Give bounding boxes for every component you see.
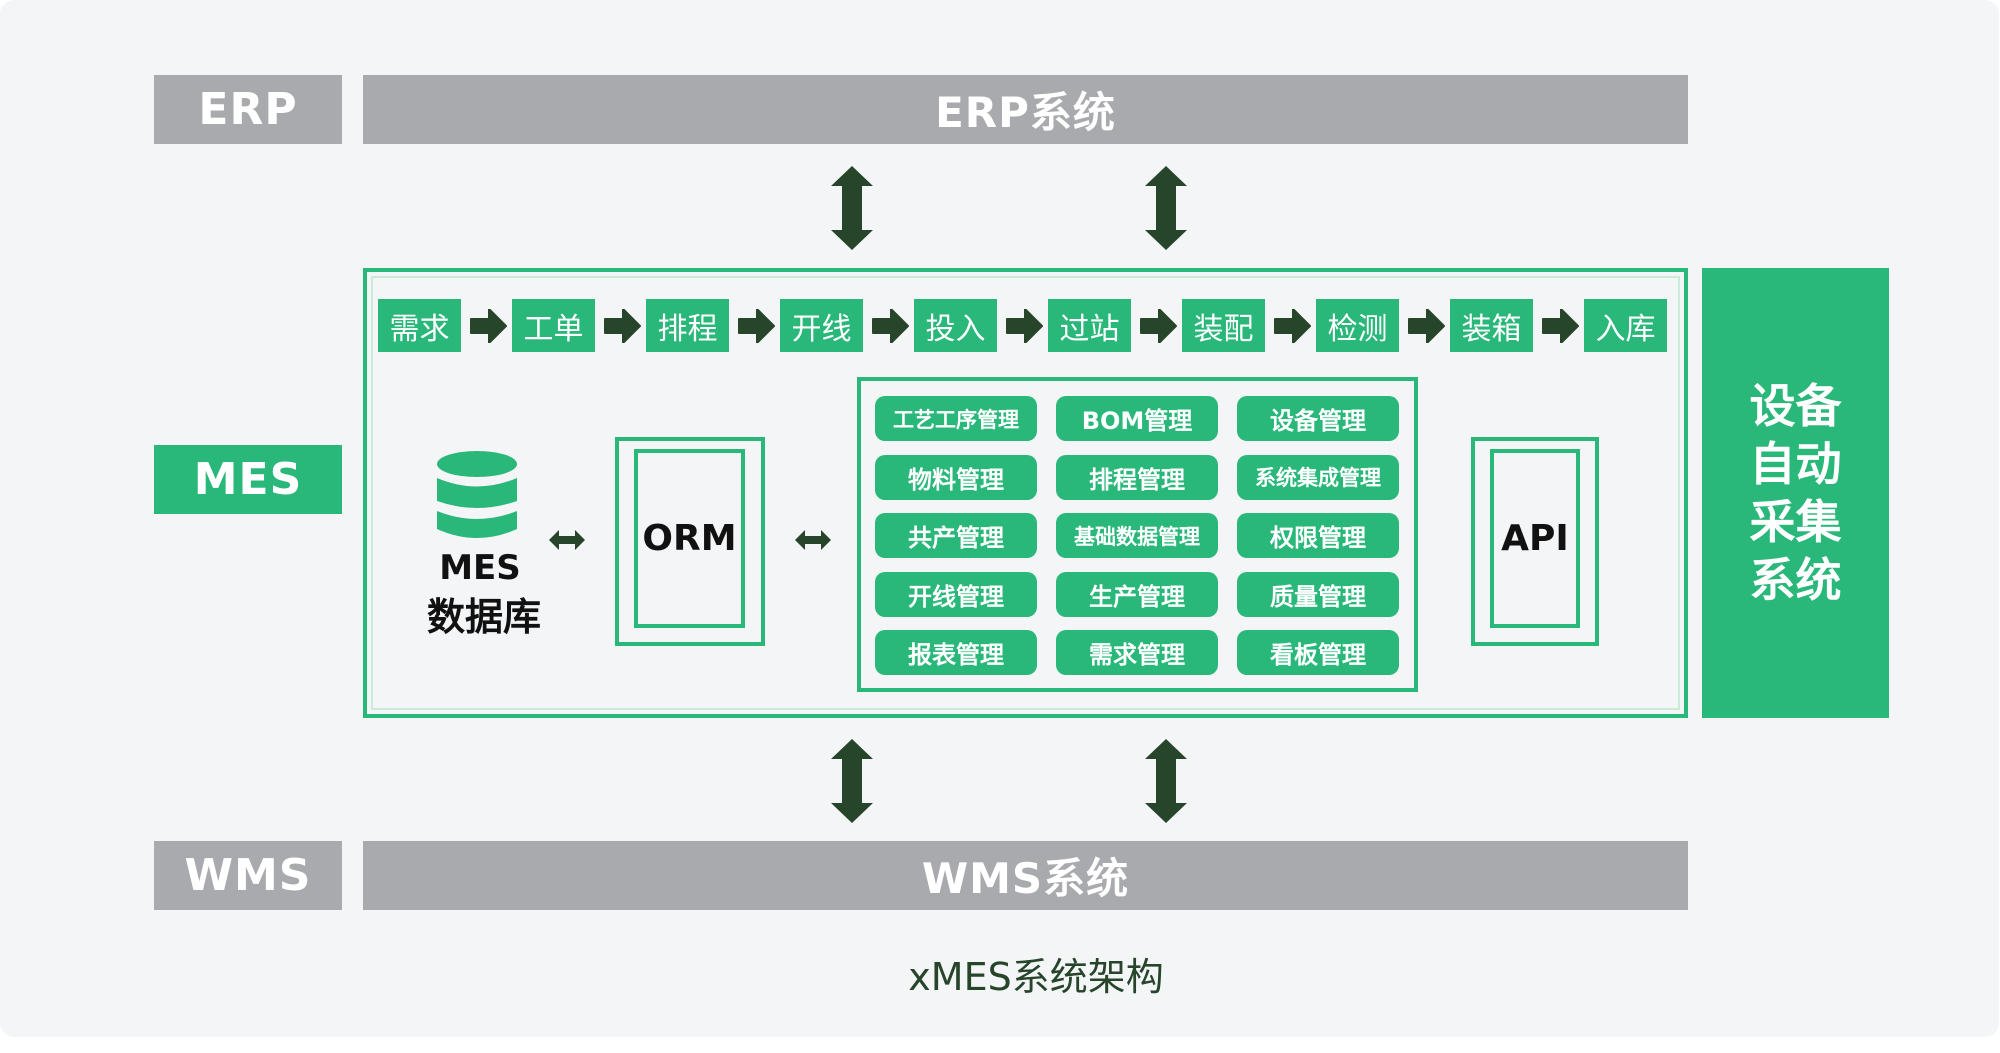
process-step: 开线 (780, 299, 863, 352)
diagram-caption: xMES系统架构 (908, 955, 1164, 999)
module-item: 基础数据管理 (1056, 513, 1218, 558)
flow-arrow-right-icon (738, 309, 775, 343)
orm-layer-inner: ORM (634, 449, 745, 628)
database-label-type: 数据库 (426, 595, 541, 639)
module-item: 开线管理 (875, 571, 1037, 617)
mes-layer-label: MES (154, 445, 342, 514)
process-step: 排程 (646, 299, 729, 352)
process-step: 过站 (1048, 299, 1131, 352)
flow-arrow-right-icon (1408, 309, 1445, 343)
erp-mes-double-arrow-icon (1145, 166, 1187, 250)
wms-layer-label: WMS (154, 841, 342, 910)
flow-arrow-right-icon (470, 309, 507, 343)
process-step: 装箱 (1450, 299, 1533, 352)
erp-mes-double-arrow-icon (831, 166, 873, 250)
equipment-system-line: 设备 (1749, 379, 1842, 433)
mes-wms-double-arrow-icon (831, 739, 873, 823)
equipment-collection-system: 设备 自动 采集 系统 (1702, 268, 1889, 718)
flow-arrow-right-icon (1140, 309, 1177, 343)
flow-arrow-right-icon (1006, 309, 1043, 343)
equipment-system-line: 系统 (1749, 553, 1842, 607)
db-orm-double-arrow-icon (549, 530, 585, 550)
process-step: 入库 (1584, 299, 1667, 352)
flow-arrow-right-icon (1274, 309, 1311, 343)
database-icon (437, 451, 517, 538)
module-item: 报表管理 (875, 630, 1037, 675)
process-step: 工单 (512, 299, 595, 352)
orm-label: ORM (642, 518, 737, 559)
equipment-system-line: 采集 (1749, 495, 1842, 549)
erp-layer-label: ERP (154, 75, 342, 144)
module-item: 物料管理 (875, 454, 1037, 500)
orm-modules-double-arrow-icon (795, 530, 831, 550)
process-step: 需求 (378, 299, 461, 352)
process-step: 检测 (1316, 299, 1399, 352)
modules-panel (857, 377, 1418, 692)
api-layer-inner: API (1490, 449, 1580, 628)
process-step: 投入 (914, 299, 997, 352)
erp-system-bar: ERP系统 (363, 75, 1688, 144)
module-item: 设备管理 (1237, 396, 1399, 441)
module-item: 生产管理 (1056, 571, 1218, 617)
wms-system-bar: WMS系统 (363, 841, 1688, 910)
flow-arrow-right-icon (604, 309, 641, 343)
api-label: API (1501, 518, 1569, 559)
module-item: 排程管理 (1056, 454, 1218, 500)
orm-layer-box: ORM (615, 437, 765, 646)
flow-arrow-right-icon (872, 309, 909, 343)
api-layer-box: API (1471, 437, 1599, 646)
module-item: 质量管理 (1237, 571, 1399, 617)
module-item: 工艺工序管理 (875, 396, 1037, 441)
mes-wms-double-arrow-icon (1145, 739, 1187, 823)
module-item: 看板管理 (1237, 630, 1399, 675)
module-item: 系统集成管理 (1237, 454, 1399, 500)
module-item: BOM管理 (1056, 396, 1218, 441)
flow-arrow-right-icon (1542, 309, 1579, 343)
equipment-system-line: 自动 (1749, 437, 1842, 491)
process-step: 装配 (1182, 299, 1265, 352)
module-item: 共产管理 (875, 513, 1037, 558)
database-label-name: MES (439, 548, 521, 588)
module-item: 权限管理 (1237, 513, 1399, 558)
module-item: 需求管理 (1056, 630, 1218, 675)
